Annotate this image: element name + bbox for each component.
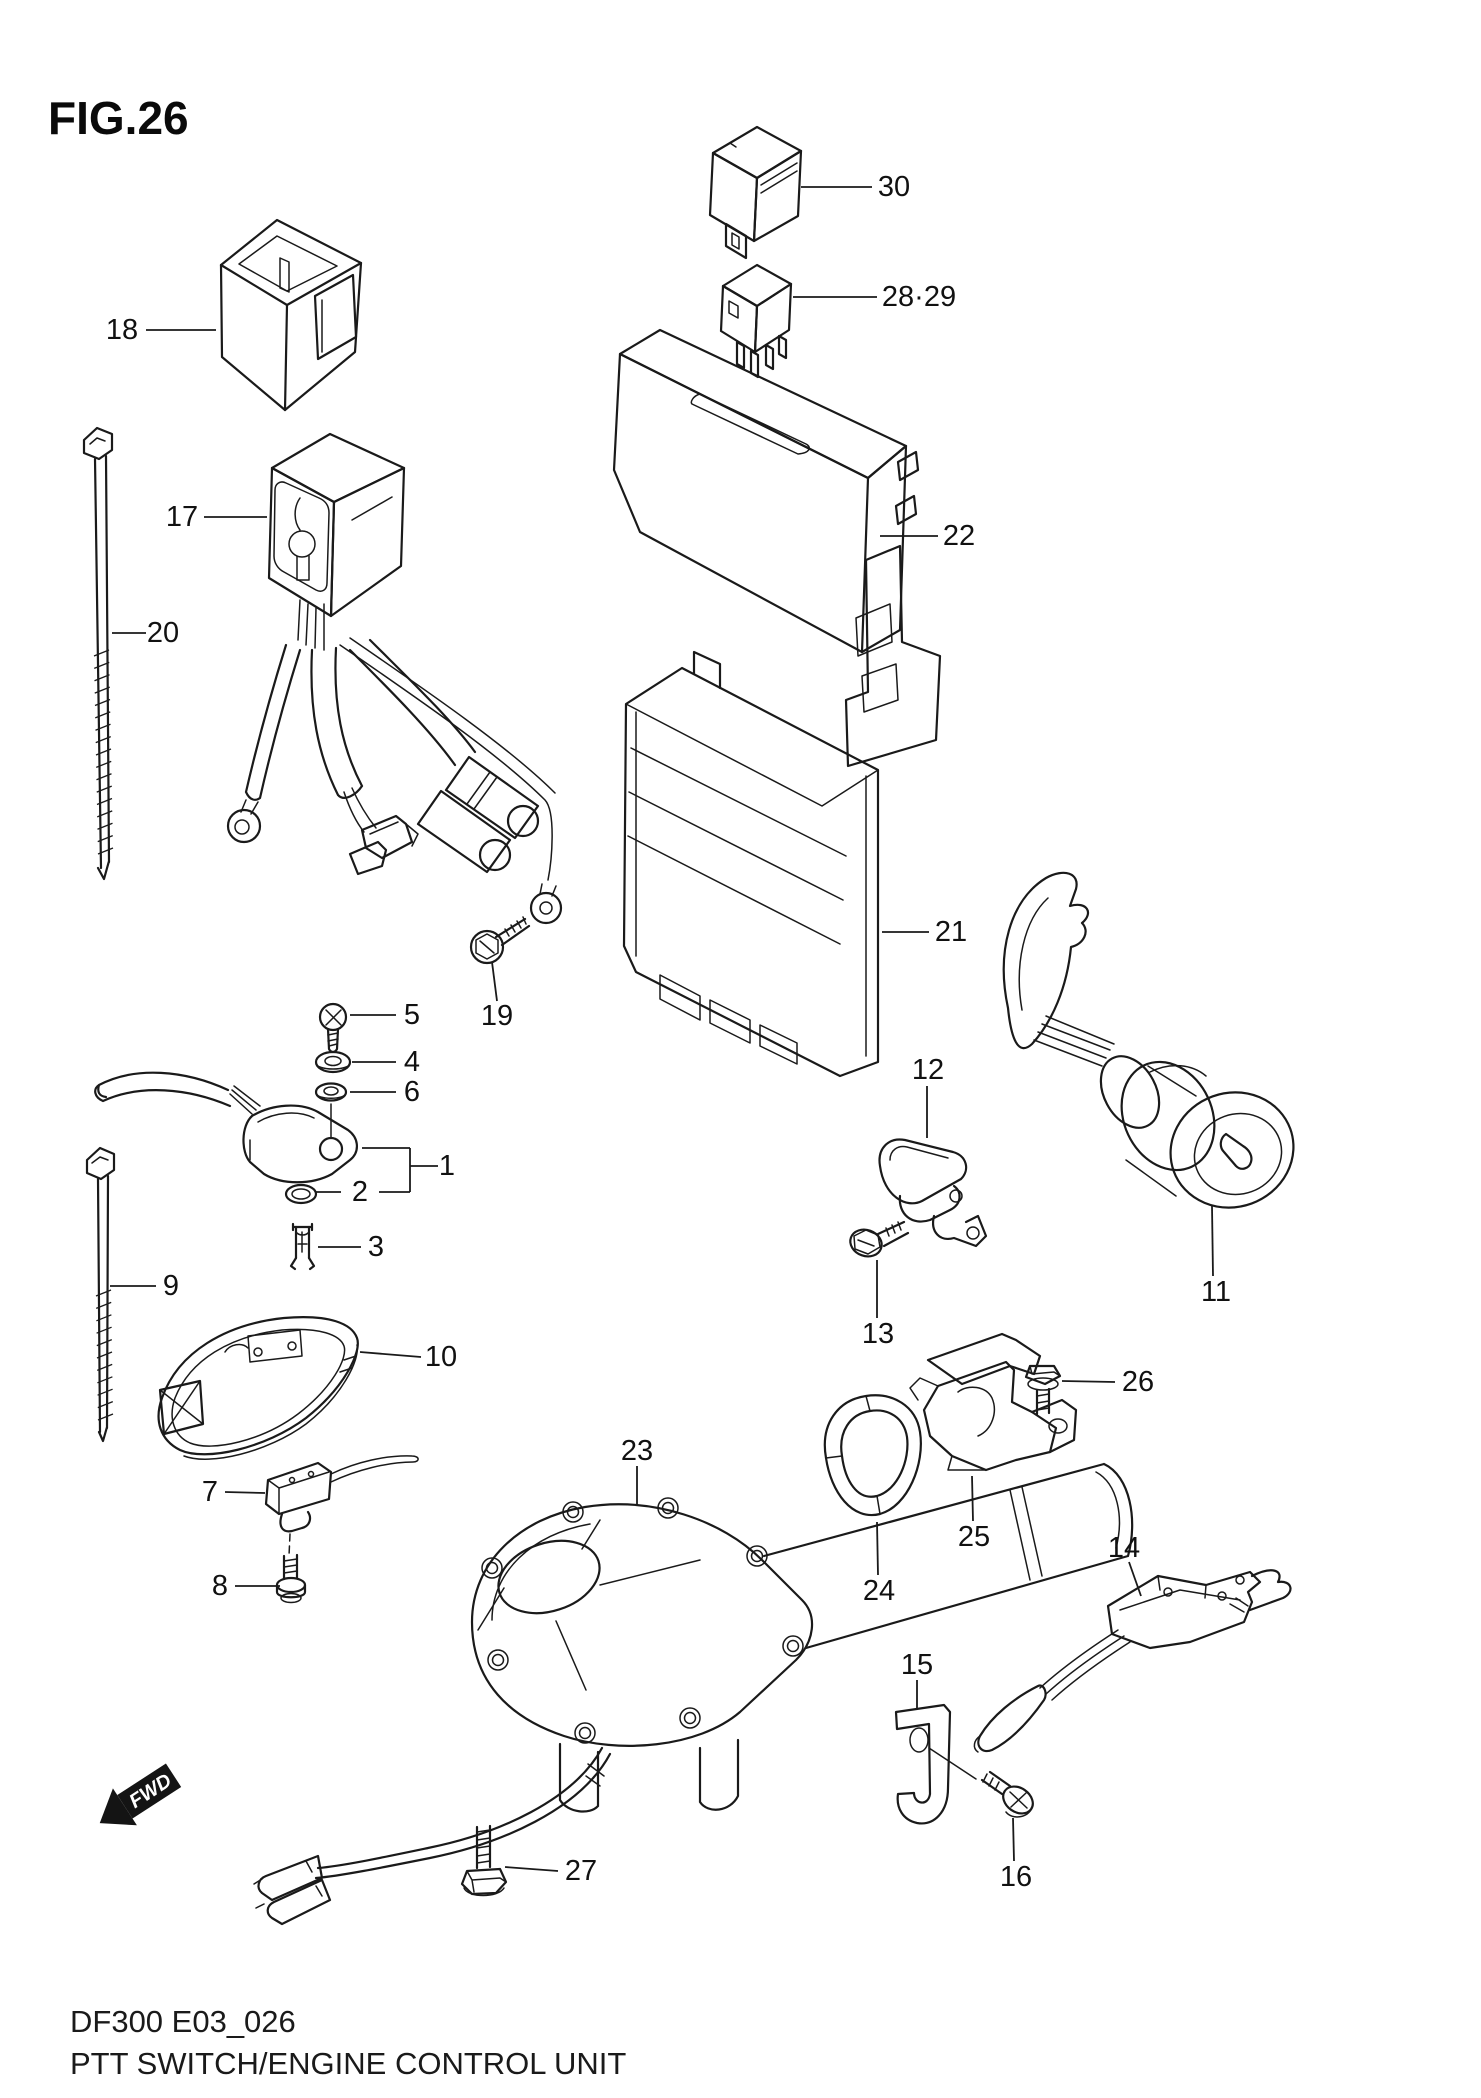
callout-19: 19	[481, 961, 513, 1032]
callout-6: 6	[350, 1076, 420, 1108]
callout-number-3: 3	[368, 1231, 384, 1263]
callout-number-6: 6	[404, 1076, 420, 1108]
part-28-29-relay	[719, 263, 793, 379]
part-23-ptt-motor	[253, 1462, 1134, 1926]
callout-number-9: 9	[163, 1270, 179, 1302]
callout-18: 18	[106, 314, 216, 346]
callout-1: 1	[362, 1147, 455, 1192]
part-5-screw	[318, 1002, 348, 1054]
callout-number-21: 21	[935, 916, 967, 948]
callouts-layer: 1234567891011121314151617181920212223242…	[106, 171, 1231, 1893]
part-19-bolt	[469, 916, 531, 965]
part-14-switch	[973, 1569, 1292, 1753]
callout-number-20: 20	[147, 617, 179, 649]
part-3-clip	[289, 1222, 316, 1271]
callout-number-22: 22	[943, 520, 975, 552]
part-27-bolt	[460, 1824, 508, 1897]
callout-9: 9	[110, 1270, 179, 1302]
callout-4: 4	[352, 1046, 420, 1078]
part-24-cushion-ring	[823, 1394, 922, 1517]
callout-number-26: 26	[1122, 1366, 1154, 1398]
callout-number-4: 4	[404, 1046, 420, 1078]
part-9-cable-tie	[85, 1146, 116, 1443]
part-2-o-ring	[284, 1183, 318, 1205]
callout-number-18: 18	[106, 314, 138, 346]
part-21-engine-control-unit	[622, 650, 880, 1078]
part-12-clamp	[878, 1138, 988, 1248]
part-6-washer	[314, 1082, 348, 1102]
part-17-control-module	[267, 432, 406, 618]
callout-number-11: 11	[1201, 1276, 1231, 1308]
callout-number-17: 17	[166, 501, 198, 533]
part-1-ptt-switch-assembly	[94, 1071, 358, 1184]
part-15-bracket	[894, 1703, 977, 1825]
fwd-arrow: FWD	[99, 1763, 182, 1826]
callout-21: 21	[882, 916, 967, 948]
callout-14: 14	[1108, 1532, 1142, 1597]
part-11-ignition-switch	[1002, 871, 1295, 1209]
callout-16: 16	[1000, 1817, 1032, 1893]
footer-caption: PTT SWITCH/ENGINE CONTROL UNIT	[70, 2046, 626, 2081]
callout-number-27: 27	[565, 1855, 597, 1887]
part-13-bolt	[849, 1220, 910, 1258]
callout-20: 20	[112, 617, 179, 649]
callout-13: 13	[862, 1260, 894, 1350]
callout-number-2: 2	[352, 1176, 368, 1208]
part-7-micro-switch	[264, 1455, 419, 1557]
callout-26: 26	[1061, 1366, 1154, 1398]
callout-number-25: 25	[958, 1521, 990, 1553]
part-30-relay	[708, 125, 803, 260]
callout-8: 8	[212, 1570, 280, 1602]
callout-number-16: 16	[1000, 1861, 1032, 1893]
callout-number-19: 19	[481, 1000, 513, 1032]
callout-number-15: 15	[901, 1649, 933, 1681]
callout-number-30: 30	[878, 171, 910, 203]
callout-25: 25	[958, 1475, 990, 1553]
callout-number-28·29: 28·29	[882, 281, 956, 313]
part-22-ecu-cover	[612, 328, 942, 768]
callout-7: 7	[202, 1476, 266, 1508]
callout-number-14: 14	[1108, 1532, 1140, 1564]
callout-5: 5	[350, 999, 420, 1031]
part-17-wiring-harness	[226, 599, 563, 925]
callout-30: 30	[801, 171, 910, 203]
part-18-connector-cover	[219, 218, 363, 412]
callout-number-7: 7	[202, 1476, 218, 1508]
callout-number-8: 8	[212, 1570, 228, 1602]
callout-number-10: 10	[425, 1341, 457, 1373]
callout-15: 15	[901, 1649, 933, 1708]
callout-number-24: 24	[863, 1575, 895, 1607]
callout-24: 24	[863, 1521, 895, 1607]
callout-3: 3	[318, 1231, 384, 1263]
callout-12: 12	[912, 1054, 944, 1138]
callout-23: 23	[621, 1435, 653, 1505]
callout-2: 2	[316, 1176, 410, 1208]
callout-11: 11	[1201, 1205, 1231, 1308]
part-25-bracket	[909, 1332, 1078, 1472]
callout-number-13: 13	[862, 1318, 894, 1350]
callout-10: 10	[359, 1341, 457, 1373]
part-20-cable-tie	[82, 426, 114, 881]
callout-28·29: 28·29	[793, 281, 956, 313]
callout-17: 17	[166, 501, 267, 533]
part-8-screw	[275, 1553, 307, 1604]
part-4-washer	[314, 1050, 352, 1074]
callout-number-12: 12	[912, 1054, 944, 1086]
callout-number-1: 1	[439, 1150, 455, 1182]
figure-title: FIG.26	[48, 92, 189, 144]
callout-number-5: 5	[404, 999, 420, 1031]
footer-model-code: DF300 E03_026	[70, 2004, 296, 2039]
callout-22: 22	[880, 520, 975, 552]
callout-27: 27	[504, 1855, 597, 1887]
callout-number-23: 23	[621, 1435, 653, 1467]
part-26-bolt	[1024, 1364, 1062, 1416]
part-10-bracket-tray	[157, 1316, 359, 1460]
part-16-screw	[980, 1770, 1034, 1818]
